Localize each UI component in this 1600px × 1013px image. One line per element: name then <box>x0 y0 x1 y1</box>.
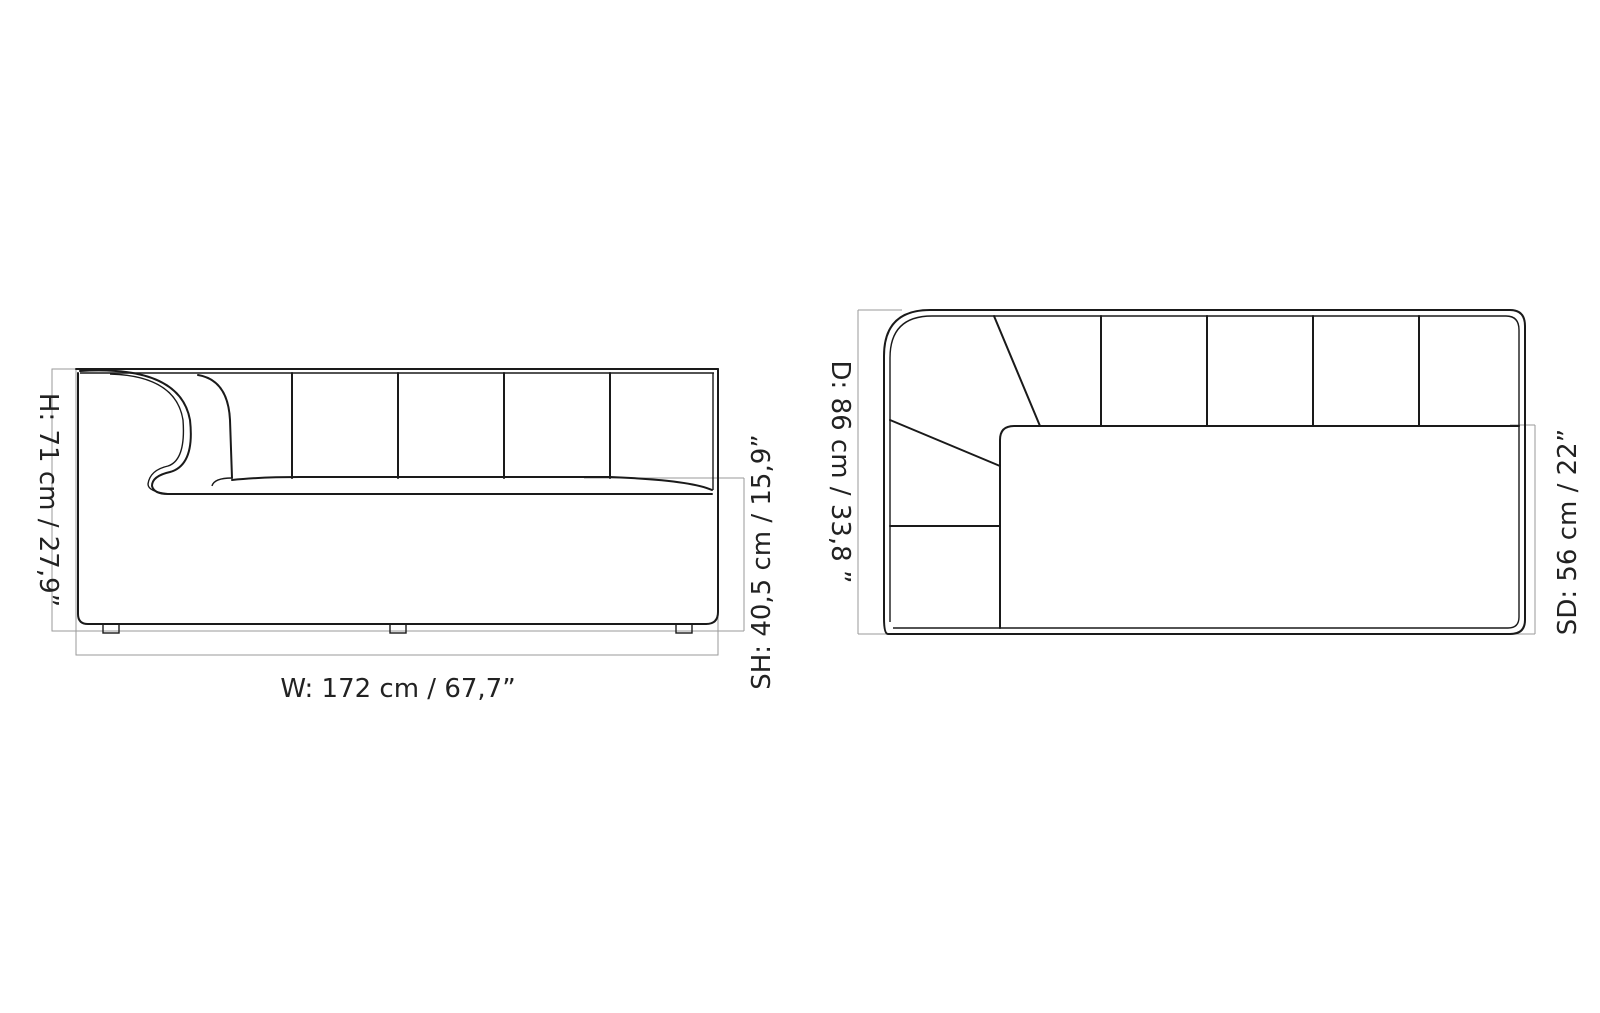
top-view: D: 86 cm / 33,8 ” SD: 56 cm / 22” <box>825 309 1583 635</box>
seat-height-label: SH: 40,5 cm / 15,9” <box>747 434 777 690</box>
depth-label: D: 86 cm / 33,8 ” <box>825 361 855 584</box>
sofa-front-outline <box>75 368 719 634</box>
front-view: H: 71 cm / 27,9” W: 172 cm / 67,7” SH: 4… <box>33 368 777 704</box>
seat-depth-label: SD: 56 cm / 22” <box>1553 429 1583 635</box>
height-label: H: 71 cm / 27,9” <box>33 393 63 607</box>
width-label: W: 172 cm / 67,7” <box>280 674 515 704</box>
top-dimension-guides <box>857 309 1536 635</box>
sofa-top-outline <box>883 309 1526 635</box>
